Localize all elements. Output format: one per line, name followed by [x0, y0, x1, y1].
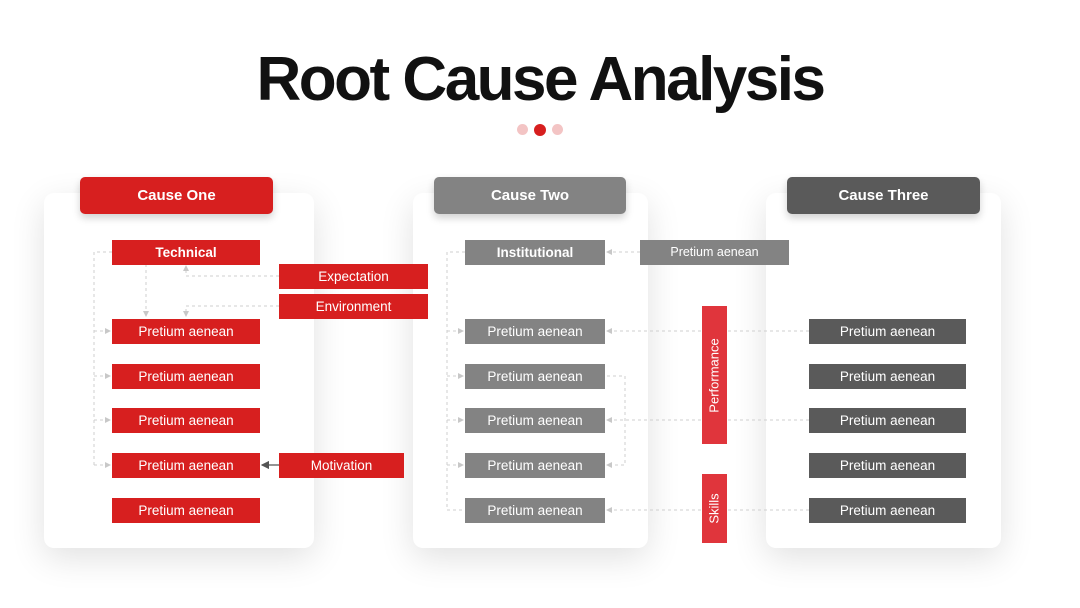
cause-three-item: Pretium aenean: [809, 364, 966, 389]
cause-one-item: Pretium aenean: [112, 408, 260, 433]
skills-label: Skills: [702, 474, 727, 543]
cause-two-item: Pretium aenean: [465, 453, 605, 478]
cause-two-side-label: Pretium aenean: [640, 240, 789, 265]
pager-dot-3[interactable]: [552, 124, 563, 135]
cause-two-item: Pretium aenean: [465, 408, 605, 433]
institutional-box: Institutional: [465, 240, 605, 265]
page-title: Root Cause Analysis: [256, 45, 826, 114]
cause-one-item: Pretium aenean: [112, 364, 260, 389]
cause-two-header: Cause Two: [434, 177, 626, 214]
skills-text: Skills: [707, 493, 722, 524]
cause-three-item: Pretium aenean: [809, 498, 966, 523]
cause-one-item: Pretium aenean: [112, 498, 260, 523]
cause-three-item: Pretium aenean: [809, 453, 966, 478]
performance-label: Performance: [702, 306, 727, 444]
pager-dot-1[interactable]: [517, 124, 528, 135]
cause-two-item: Pretium aenean: [465, 319, 605, 344]
environment-box: Environment: [279, 294, 428, 319]
cause-three-header: Cause Three: [787, 177, 980, 214]
cause-one-item: Pretium aenean: [112, 453, 260, 478]
cause-one-header: Cause One: [80, 177, 273, 214]
performance-text: Performance: [707, 337, 723, 413]
cause-three-item: Pretium aenean: [809, 319, 966, 344]
cause-one-item: Pretium aenean: [112, 319, 260, 344]
cause-two-item: Pretium aenean: [465, 498, 605, 523]
expectation-box: Expectation: [279, 264, 428, 289]
motivation-box: Motivation: [279, 453, 404, 478]
cause-two-item: Pretium aenean: [465, 364, 605, 389]
technical-box: Technical: [112, 240, 260, 265]
cause-three-item: Pretium aenean: [809, 408, 966, 433]
pager-dot-2[interactable]: [534, 123, 546, 136]
